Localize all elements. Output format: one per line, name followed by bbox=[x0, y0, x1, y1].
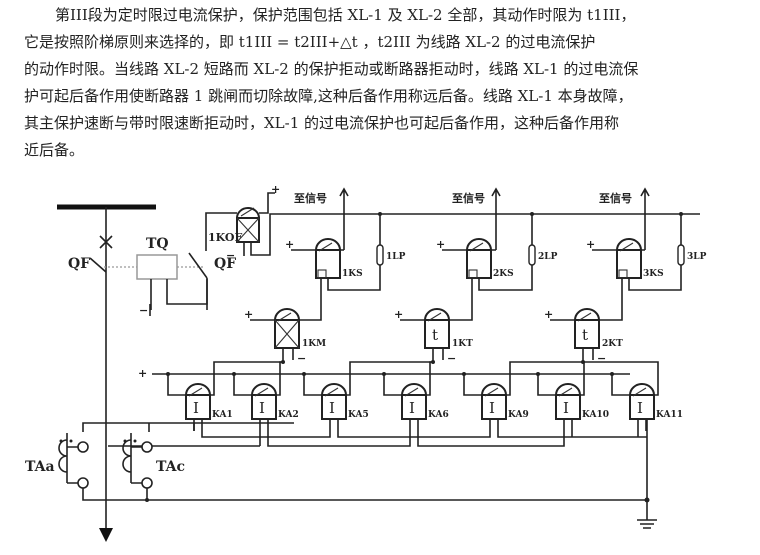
qf-right-blade bbox=[188, 252, 208, 279]
plus-sign: + bbox=[394, 308, 403, 321]
1kof-label: 1KOF bbox=[208, 231, 243, 244]
tq-label: TQ bbox=[146, 236, 169, 252]
taa-label: TAa bbox=[25, 459, 55, 475]
qf-left-blade bbox=[89, 257, 107, 273]
relay-label: 1KS bbox=[342, 269, 363, 279]
description-paragraph: 第III段为定时限过电流保护，保护范围包括 XL-1 及 XL-2 全部，其动作… bbox=[24, 2, 744, 164]
relay-symbol: I bbox=[489, 399, 495, 417]
relay-label: KA5 bbox=[348, 410, 369, 420]
signal-output-2: 至信号 bbox=[452, 187, 501, 250]
paragraph-line: 其主保护速断与带时限速断拒动时，XL-1 的过电流保护也可起后备作用，这种后备作… bbox=[24, 114, 620, 132]
current-relay-ka10: I KA10 bbox=[555, 383, 609, 420]
signal-output-1: 至信号 bbox=[294, 187, 349, 250]
plus-sign: + bbox=[271, 183, 280, 196]
tq-leads bbox=[150, 279, 208, 310]
relay-label: KA2 bbox=[278, 410, 299, 420]
pressure-plate bbox=[677, 244, 685, 266]
minus-sign: − bbox=[226, 249, 235, 262]
qf-right-label: QF bbox=[214, 256, 236, 272]
relay-label: 1KT bbox=[452, 339, 473, 349]
current-transformer-tac: TAc bbox=[122, 433, 185, 489]
current-relay-ka6: I KA6 bbox=[401, 383, 449, 420]
trip-coil-tq bbox=[136, 254, 178, 280]
relay-label: KA6 bbox=[428, 410, 449, 420]
paragraph-line: 它是按照阶梯原则来选择的，即 t1III = t2III+△t ，t2III 为… bbox=[24, 33, 596, 51]
relay-label: 2KS bbox=[493, 269, 514, 279]
plate-label: 1LP bbox=[386, 252, 406, 262]
plus-sign: + bbox=[544, 308, 553, 321]
breaker-x-mark bbox=[99, 235, 113, 249]
current-relay-ka9: I KA9 bbox=[481, 383, 529, 420]
relay-label: 2KT bbox=[602, 339, 623, 349]
qf-left-label: QF bbox=[68, 256, 90, 272]
minus-sign: − bbox=[139, 304, 148, 317]
plus-sign: + bbox=[244, 308, 253, 321]
plate-label: 2LP bbox=[538, 252, 558, 262]
relay-symbol: t bbox=[582, 326, 588, 344]
plate-label: 3LP bbox=[687, 252, 707, 262]
pressure-plate bbox=[528, 244, 536, 266]
paragraph-line: 护可起后备作用使断路器 1 跳闸而切除故障,这种后备作用称远后备。线路 XL-1… bbox=[24, 87, 633, 105]
relay-label: KA9 bbox=[508, 410, 529, 420]
current-relay-ka5: I KA5 bbox=[321, 383, 369, 420]
time-relay-1kt: t 1KT − bbox=[424, 308, 473, 365]
minus-sign: − bbox=[297, 352, 306, 365]
current-relay-ka11: I KA11 bbox=[629, 383, 683, 420]
minus-sign: − bbox=[447, 352, 456, 365]
plus-sign: + bbox=[586, 238, 595, 251]
relay-symbol: I bbox=[329, 399, 335, 417]
relay-symbol: I bbox=[563, 399, 569, 417]
ground-icon bbox=[637, 420, 657, 529]
relay-symbol: I bbox=[259, 399, 265, 417]
relay-label: KA10 bbox=[582, 410, 609, 420]
signal-label: 至信号 bbox=[452, 191, 485, 205]
signal-label: 至信号 bbox=[599, 191, 632, 205]
plus-sign: + bbox=[436, 238, 445, 251]
tac-label: TAc bbox=[156, 459, 185, 475]
paragraph-line: 的动作时限。当线路 XL-2 短路而 XL-2 的保护拒动或断路器拒动时，线路 … bbox=[24, 60, 639, 78]
intermediate-relay-1km: 1KM − bbox=[274, 308, 326, 365]
plus-sign: + bbox=[138, 367, 147, 380]
relay-label: KA1 bbox=[212, 410, 233, 420]
relay-label: 3KS bbox=[643, 269, 664, 279]
relay-label: KA11 bbox=[656, 410, 683, 420]
relay-symbol: t bbox=[432, 326, 438, 344]
relay-symbol: I bbox=[637, 399, 643, 417]
signal-label: 至信号 bbox=[294, 191, 327, 205]
signal-relay: 1KS bbox=[315, 238, 363, 279]
relay-symbol: I bbox=[409, 399, 415, 417]
paragraph-line: 第III段为定时限过电流保护，保护范围包括 XL-1 及 XL-2 全部，其动作… bbox=[55, 6, 636, 24]
plus-sign: + bbox=[285, 238, 294, 251]
signal-relay: 3KS bbox=[616, 238, 664, 279]
signal-output-3: 至信号 bbox=[599, 187, 650, 250]
signal-relay: 2KS bbox=[466, 238, 514, 279]
pressure-plate bbox=[376, 244, 384, 266]
paragraph-line: 近后备。 bbox=[24, 141, 85, 159]
minus-sign: − bbox=[597, 352, 606, 365]
relay-symbol: I bbox=[193, 399, 199, 417]
line-arrow-icon bbox=[99, 528, 113, 542]
current-relay-ka1: I KA1 bbox=[185, 383, 233, 420]
time-relay-2kt: t 2KT − bbox=[574, 308, 623, 365]
current-relay-ka2: I KA2 bbox=[251, 383, 299, 420]
current-transformer-taa: TAa bbox=[25, 433, 89, 489]
relay-label: 1KM bbox=[302, 339, 326, 349]
